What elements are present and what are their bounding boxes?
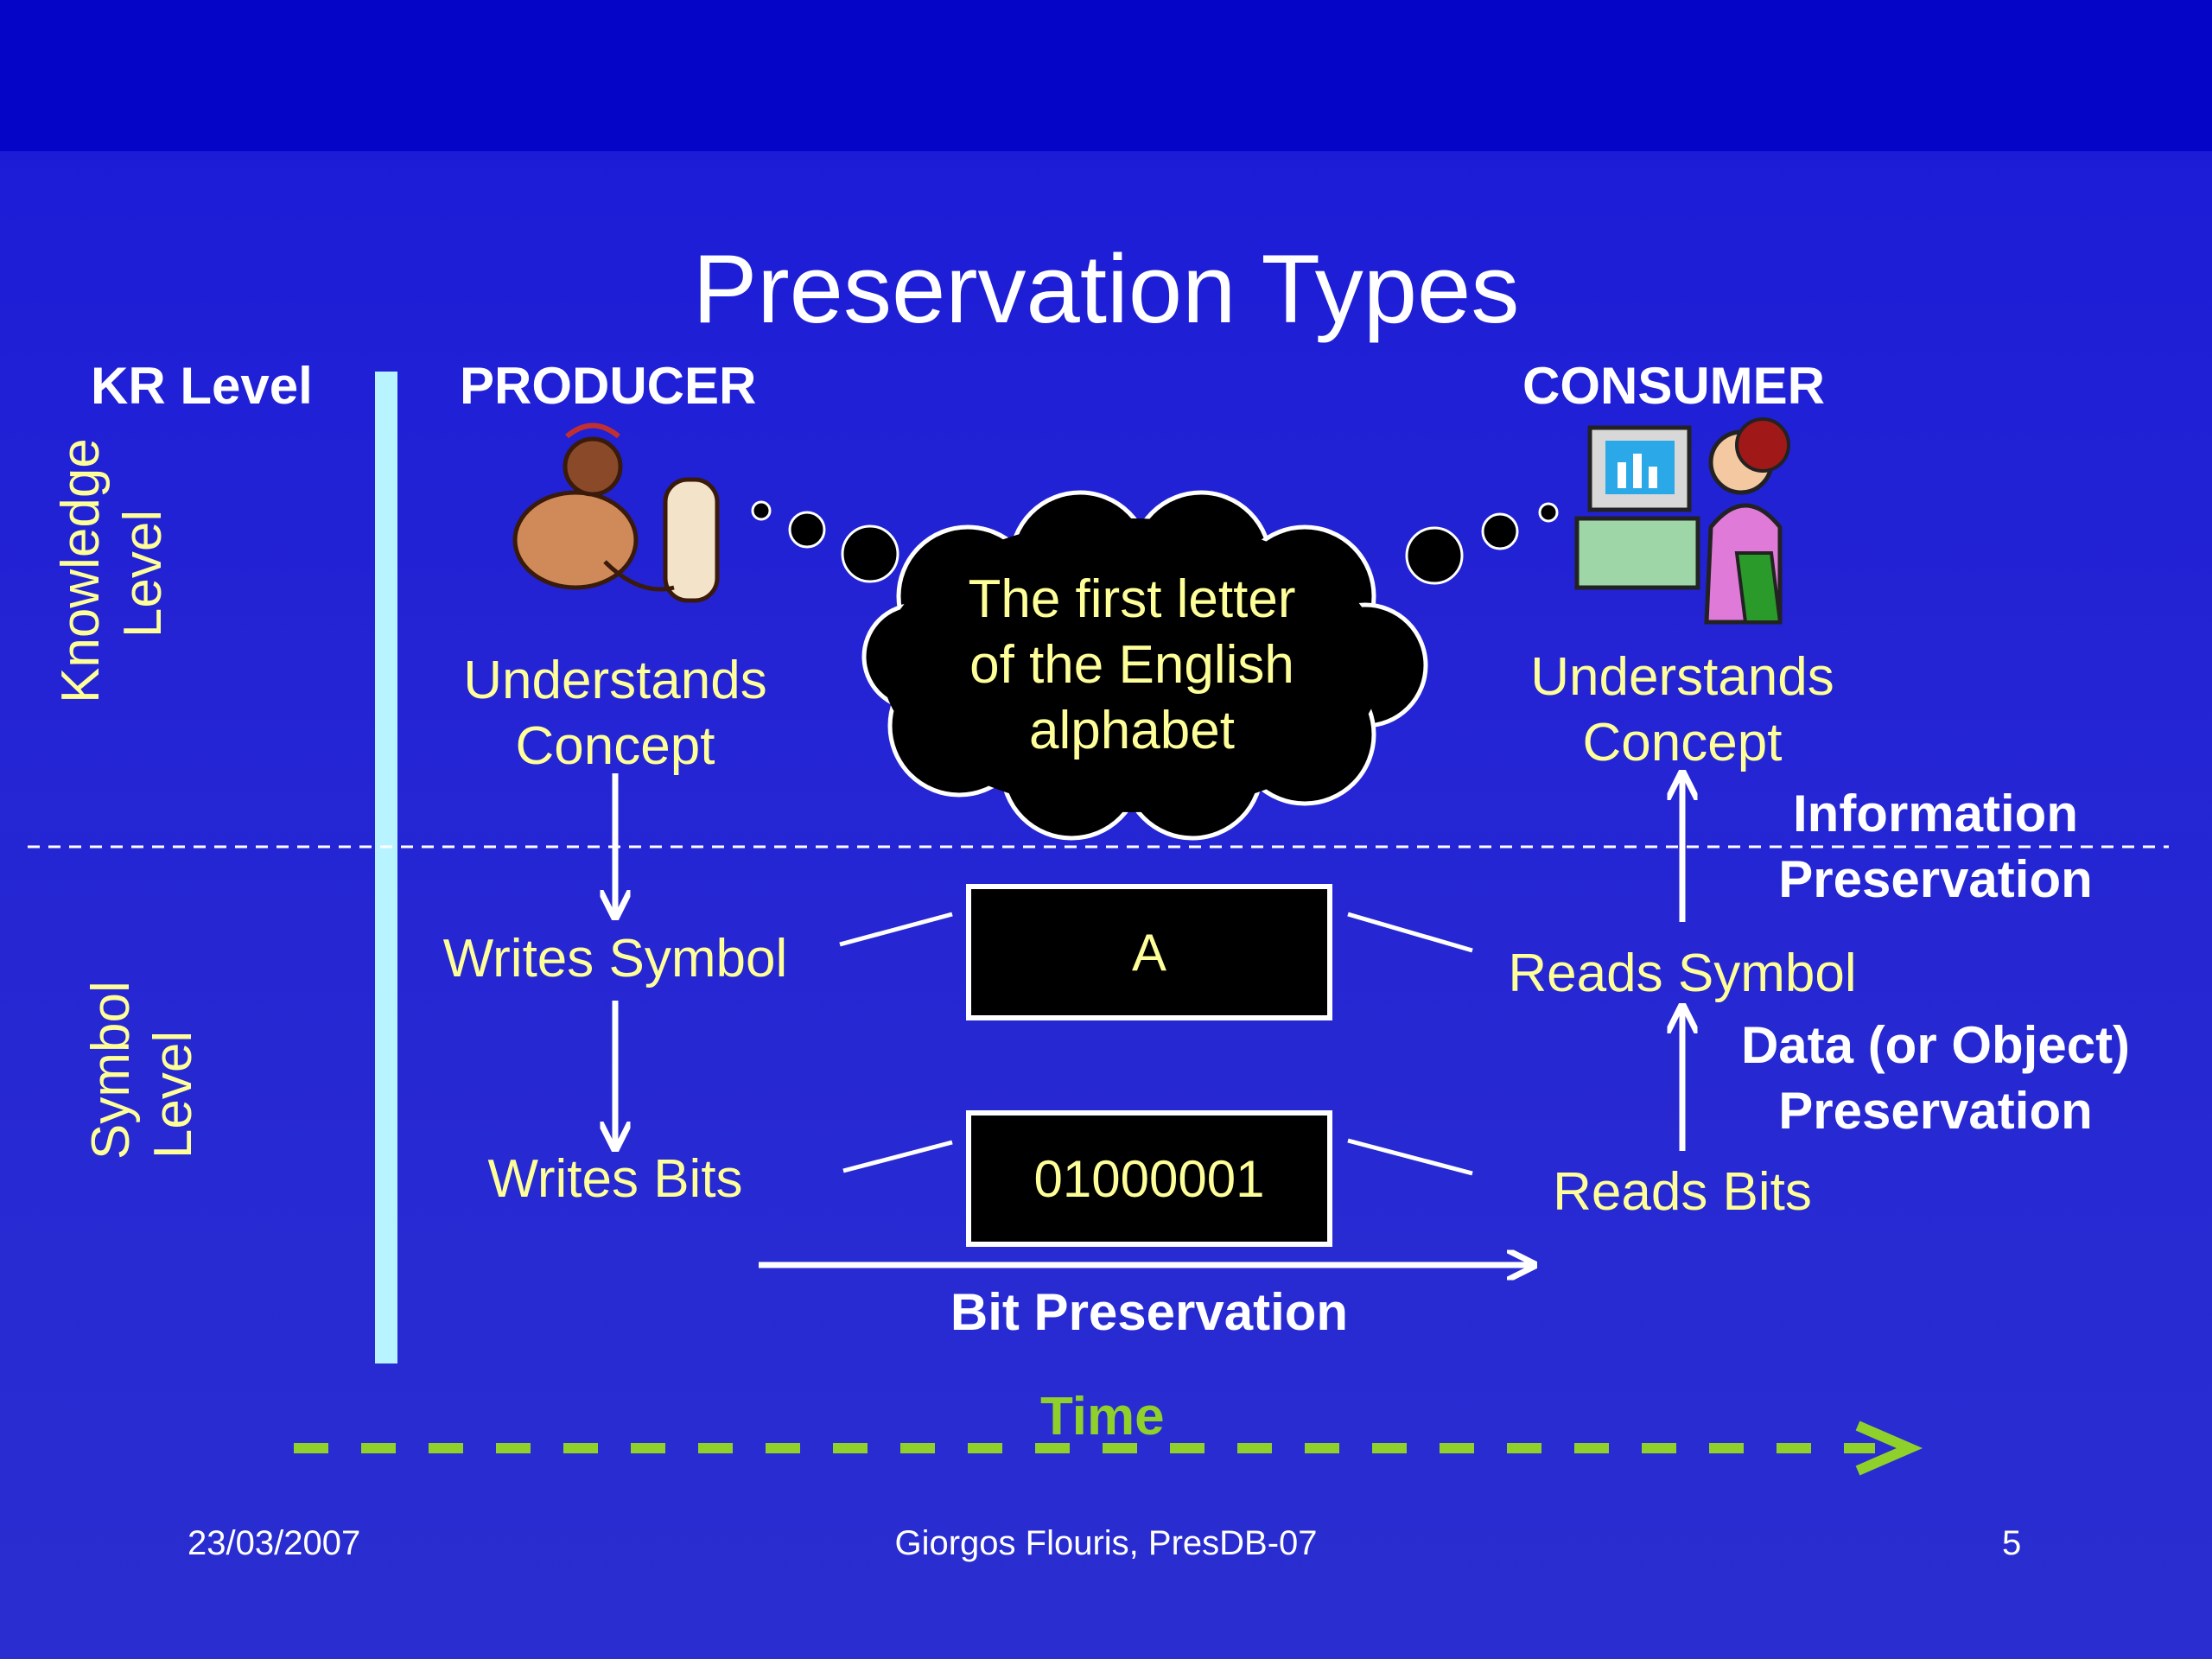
- knowledge-level-text: Knowledge Level: [51, 438, 173, 703]
- footer-author: Giorgos Flouris, PresDB-07: [894, 1524, 1318, 1562]
- bit-preservation-label: Bit Preservation: [950, 1283, 1349, 1341]
- connector-writes-symbol: [839, 912, 953, 947]
- producer-understands-concept: Understands Concept: [463, 651, 767, 776]
- time-arrow-head: [1855, 1421, 1923, 1476]
- symbol-box: A: [966, 884, 1332, 1020]
- page-title: Preservation Types: [692, 235, 1520, 343]
- consumer-understands-concept: Understands Concept: [1530, 647, 1834, 772]
- connector-writes-bits: [842, 1140, 953, 1173]
- information-preservation-label: Information Preservation: [1778, 785, 2093, 908]
- connector-reads-bits: [1347, 1138, 1473, 1176]
- time-label: Time: [1040, 1387, 1165, 1446]
- thought-cloud-fill: [881, 518, 1382, 812]
- thought-dots-right: [1405, 502, 1559, 585]
- level-bar: [375, 372, 397, 1363]
- knowledge-level-label: Knowledge Level: [50, 438, 175, 703]
- thought-dots-left: [751, 500, 899, 583]
- footer-date: 23/03/2007: [188, 1524, 361, 1562]
- consumer-label: CONSUMER: [1522, 357, 1826, 415]
- bits-box: 01000001: [966, 1110, 1332, 1247]
- writes-symbol-label: Writes Symbol: [442, 929, 788, 988]
- footer-page-number: 5: [2002, 1524, 2022, 1562]
- connector-reads-symbol: [1347, 912, 1473, 953]
- reads-bits-label: Reads Bits: [1553, 1162, 1812, 1222]
- kr-level-label: KR Level: [91, 357, 313, 415]
- symbol-value: A: [1131, 923, 1167, 982]
- producer-figure-icon: [512, 423, 720, 603]
- reads-symbol-label: Reads Symbol: [1508, 944, 1857, 1003]
- bits-value: 01000001: [1033, 1149, 1265, 1208]
- writes-bits-label: Writes Bits: [487, 1149, 743, 1209]
- symbol-level-label: Symbol Level: [80, 981, 205, 1160]
- producer-label: PRODUCER: [460, 357, 757, 415]
- thought-text: The first letter of the English alphabet: [968, 569, 1296, 760]
- consumer-figure-icon: [1574, 417, 1790, 625]
- top-bar: [0, 0, 2212, 151]
- data-preservation-label: Data (or Object) Preservation: [1740, 1016, 2131, 1140]
